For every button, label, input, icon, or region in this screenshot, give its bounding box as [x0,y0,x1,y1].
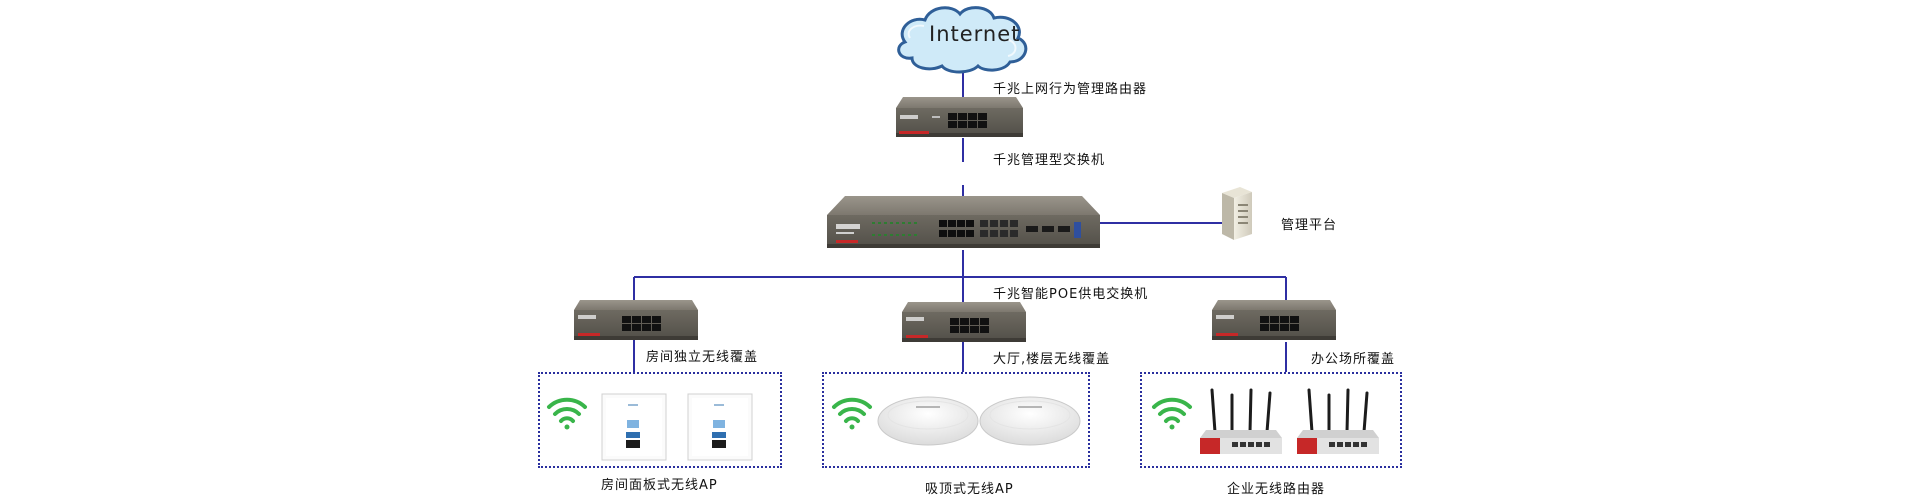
server-tower-icon [1222,187,1252,240]
behavior-management-router [896,97,1023,137]
enterprise-router [1200,388,1282,454]
zone-room-label: 房间独立无线覆盖 [646,350,759,365]
zone-hall-box [822,372,1090,468]
ceiling-ap [979,396,1081,446]
panel-ap-label: 房间面板式无线AP [601,478,718,493]
wifi-icon [1152,397,1192,430]
managed-switch [827,196,1100,248]
poe-switch-center [902,302,1026,342]
zone-hall-label: 大厅,楼层无线覆盖 [993,352,1111,367]
poe-switch-right [1212,300,1336,340]
zone-office-box [1140,372,1402,468]
managed-switch-label: 千兆管理型交换机 [993,153,1106,168]
wifi-icon [832,397,872,430]
wifi-icon [547,397,587,430]
zone-office-label: 办公场所覆盖 [1311,352,1396,367]
enterprise-router-label: 企业无线路由器 [1227,482,1326,497]
ceiling-ap-label: 吸顶式无线AP [925,482,1014,497]
poe-switch-label: 千兆智能POE供电交换机 [993,287,1149,302]
panel-ap [601,393,667,461]
ceiling-ap [877,396,979,446]
zone-room-box [538,372,782,468]
internet-cloud-icon [897,6,1028,74]
router-label: 千兆上网行为管理路由器 [993,82,1148,97]
connection-lines [633,55,1287,372]
poe-switch-left [574,300,698,340]
enterprise-router [1297,388,1379,454]
panel-ap [687,393,753,461]
platform-label: 管理平台 [1281,218,1338,233]
internet-label: Internet [929,22,1021,46]
